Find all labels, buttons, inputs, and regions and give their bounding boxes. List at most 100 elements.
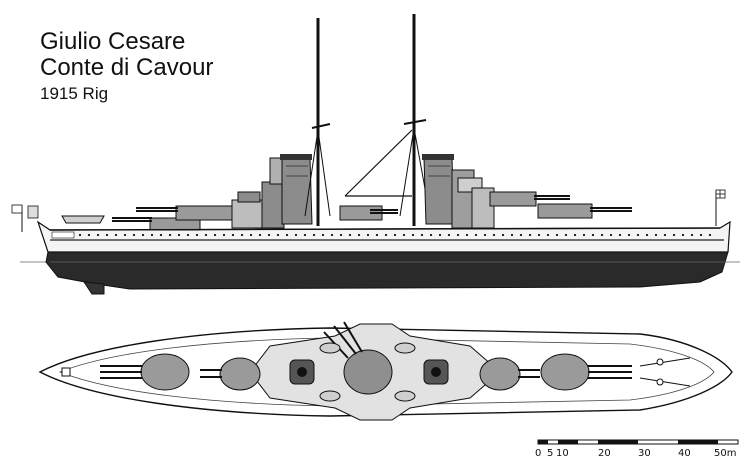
porthole [267, 233, 271, 237]
porthole [168, 233, 172, 237]
porthole [384, 233, 388, 237]
upper-hull [36, 220, 731, 253]
porthole [555, 233, 559, 237]
porthole [627, 233, 631, 237]
porthole [177, 233, 181, 237]
ship-name-1: Giulio Cesare [40, 28, 186, 55]
porthole [501, 233, 505, 237]
stern-flag [11, 204, 39, 232]
porthole [249, 233, 253, 237]
scale-label-50: 50m [714, 448, 736, 459]
porthole [258, 233, 262, 237]
porthole [663, 233, 667, 237]
porthole [708, 233, 712, 237]
porthole [438, 233, 442, 237]
porthole [186, 233, 190, 237]
porthole [411, 233, 415, 237]
porthole [339, 233, 343, 237]
deck-boats [319, 342, 416, 402]
porthole [654, 233, 658, 237]
turret-plan-1 [100, 353, 190, 391]
lower-hull [45, 251, 729, 290]
scale-label-10: 10 [556, 448, 569, 459]
porthole [618, 233, 622, 237]
porthole [213, 233, 217, 237]
porthole [357, 233, 361, 237]
porthole [420, 233, 424, 237]
scale-label-5: 5 [547, 448, 553, 459]
porthole [105, 233, 109, 237]
rig-caption: 1915 Rig [40, 84, 109, 103]
porthole [546, 233, 550, 237]
porthole [276, 233, 280, 237]
porthole [699, 233, 703, 237]
porthole [483, 233, 487, 237]
aft-superstructure [231, 157, 291, 229]
porthole [285, 233, 289, 237]
porthole [204, 233, 208, 237]
porthole [294, 233, 298, 237]
scale-label-30: 30 [638, 448, 651, 459]
porthole [573, 233, 577, 237]
porthole [474, 233, 478, 237]
turret-side-3 [339, 205, 398, 221]
turret-plan-2 [200, 357, 261, 391]
porthole [159, 233, 163, 237]
porthole [636, 233, 640, 237]
porthole [690, 233, 694, 237]
porthole [429, 233, 433, 237]
porthole [303, 233, 307, 237]
turret-plan-4 [479, 357, 540, 391]
porthole [600, 233, 604, 237]
name-board [51, 231, 75, 239]
fore-superstructure [451, 169, 495, 229]
turret-plan-5 [540, 353, 632, 391]
porthole [312, 233, 316, 237]
porthole [402, 233, 406, 237]
stern-boat [61, 215, 105, 224]
porthole [672, 233, 676, 237]
side-profile [11, 14, 740, 295]
porthole [447, 233, 451, 237]
funnel-plan-aft [289, 359, 315, 385]
porthole [123, 233, 127, 237]
porthole [348, 233, 352, 237]
porthole [519, 233, 523, 237]
porthole [681, 233, 685, 237]
porthole [222, 233, 226, 237]
fore-funnel [422, 154, 455, 225]
aft-mast [304, 18, 331, 226]
porthole-row [78, 233, 712, 237]
porthole [195, 233, 199, 237]
scale-label-0: 0 [535, 448, 541, 459]
scale-label-40: 40 [678, 448, 691, 459]
porthole [510, 233, 514, 237]
porthole [141, 233, 145, 237]
porthole [330, 233, 334, 237]
funnel-plan-fore [423, 359, 449, 385]
porthole [528, 233, 532, 237]
fore-mast [399, 14, 431, 226]
ship-name-2: Conte di Cavour [40, 54, 214, 81]
plan-view [38, 321, 733, 421]
bow-details [639, 357, 691, 387]
aft-funnel [280, 154, 313, 225]
porthole [582, 233, 586, 237]
porthole [375, 233, 379, 237]
porthole [609, 233, 613, 237]
porthole [240, 233, 244, 237]
porthole [564, 233, 568, 237]
porthole [591, 233, 595, 237]
bow-jack [715, 189, 726, 226]
turret-side-4 [489, 191, 570, 207]
porthole [366, 233, 370, 237]
turret-side-5 [537, 203, 632, 219]
porthole [96, 233, 100, 237]
stern-hatch [61, 367, 71, 377]
porthole [132, 233, 136, 237]
porthole [150, 233, 154, 237]
porthole [492, 233, 496, 237]
porthole [645, 233, 649, 237]
